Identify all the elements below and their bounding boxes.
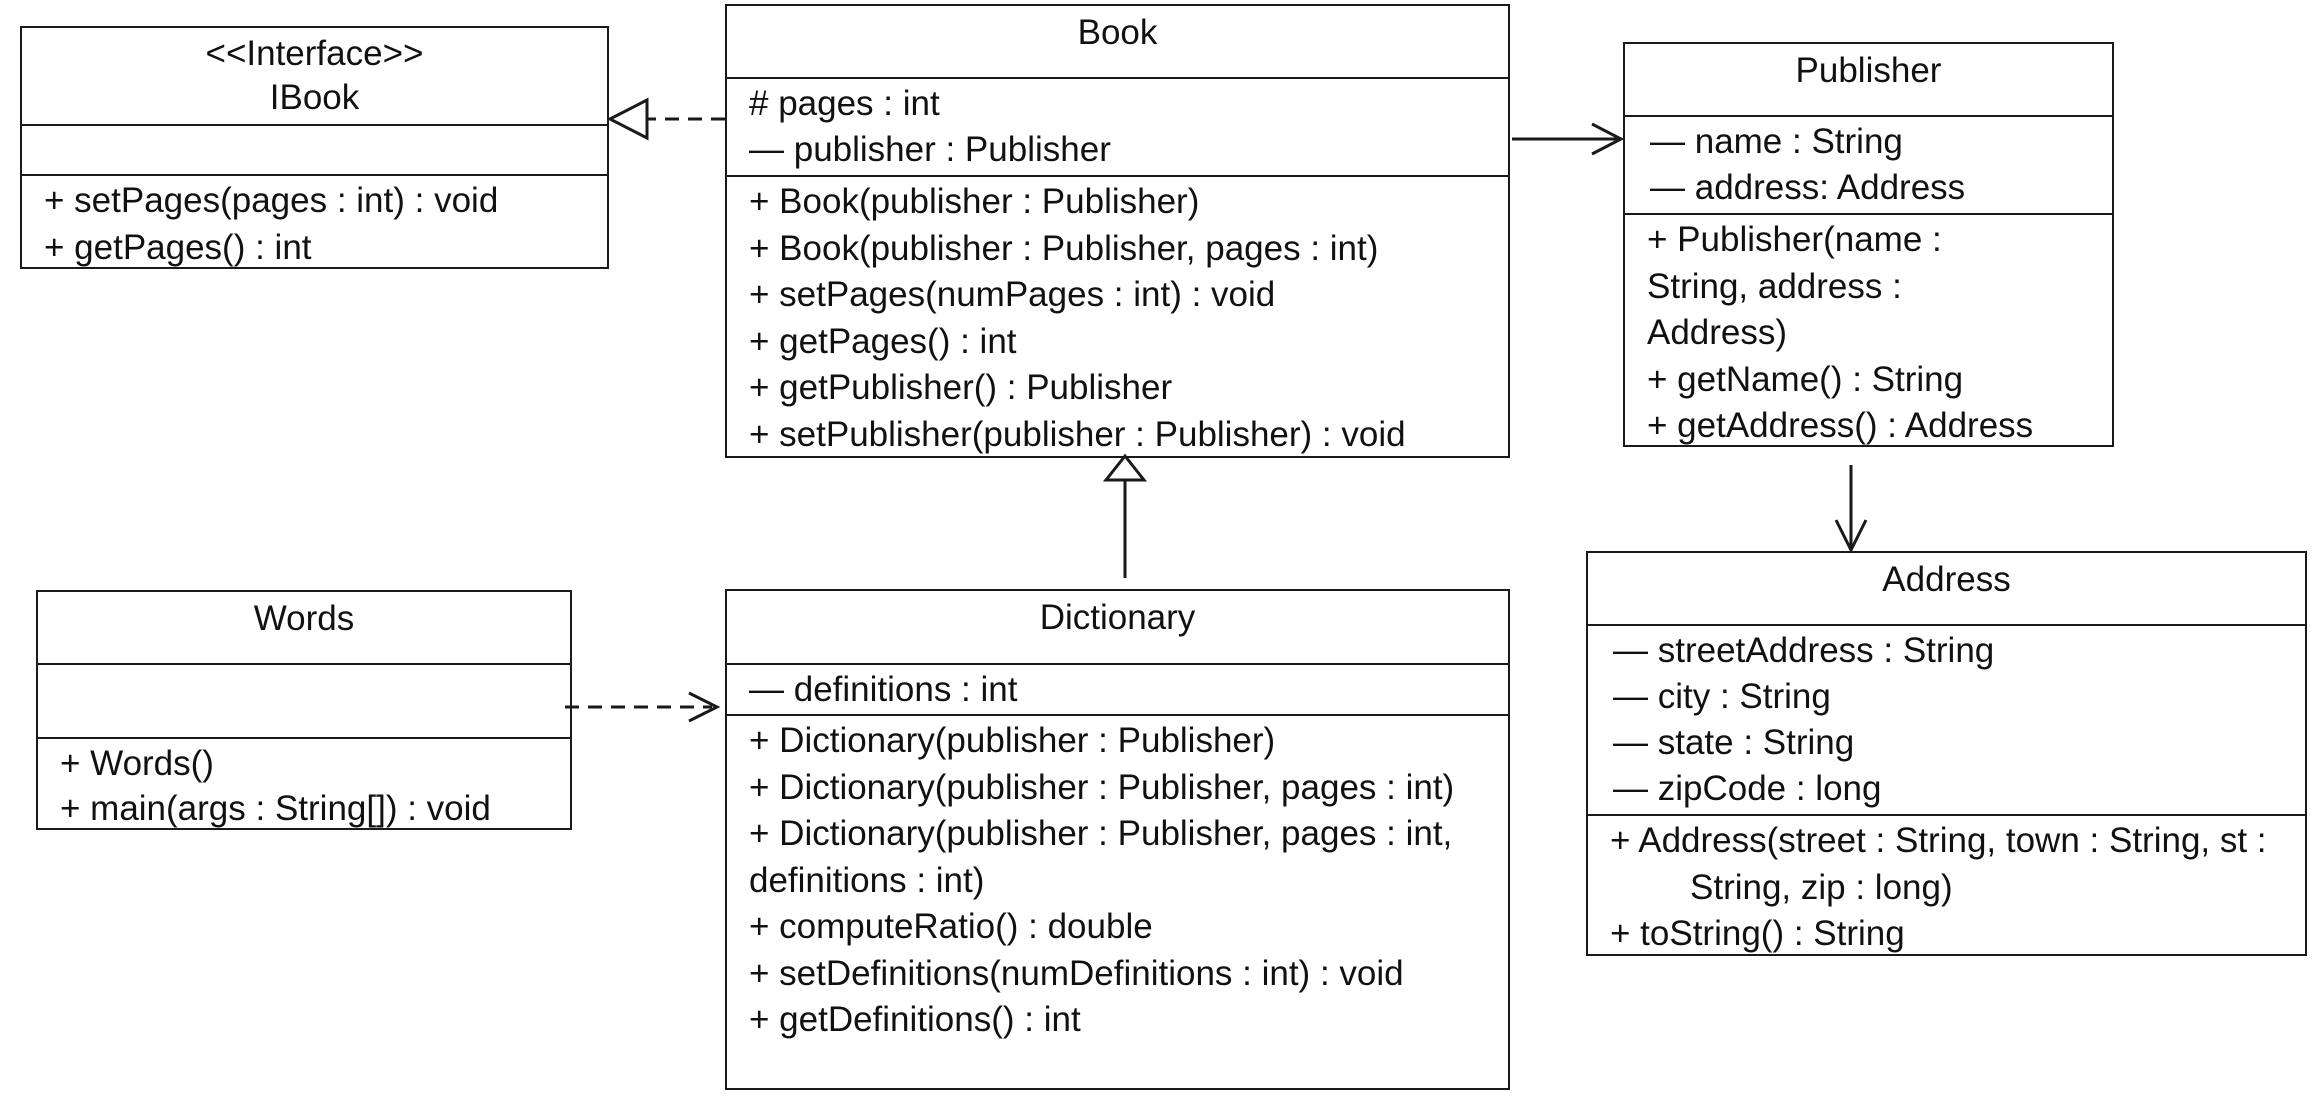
- class-ibook-name: IBook: [269, 78, 360, 117]
- class-dictionary-header: Dictionary: [727, 591, 1508, 665]
- attribute: — state : String: [1613, 723, 1855, 762]
- attribute: — city : String: [1613, 677, 1831, 716]
- operation: + setDefinitions(numDefinitions : int) :…: [749, 953, 1404, 993]
- class-ibook-stereotype: <<Interface>>: [205, 34, 424, 73]
- class-book-name: Book: [1077, 13, 1158, 52]
- operation: + Publisher(name : String, address : Add…: [1647, 220, 1942, 352]
- class-words-operations: + Words() + main(args : String[]) : void: [38, 739, 570, 833]
- class-publisher-name: Publisher: [1795, 51, 1942, 90]
- class-address-header: Address: [1588, 553, 2305, 626]
- operation: + getName() : String: [1647, 359, 1964, 399]
- class-dictionary-name: Dictionary: [1039, 598, 1196, 637]
- operation: + setPublisher(publisher : Publisher) : …: [749, 414, 1406, 454]
- class-book: Book # pages : int — publisher : Publish…: [725, 4, 1510, 458]
- class-dictionary-attributes: — definitions : int: [727, 665, 1508, 716]
- attribute: — publisher : Publisher: [749, 130, 1111, 169]
- realization-book-ibook: [606, 97, 725, 141]
- operation: + Book(publisher : Publisher): [749, 182, 1200, 221]
- attribute: — streetAddress : String: [1613, 631, 1995, 670]
- class-words-attributes: [38, 665, 570, 739]
- dependency-words-dictionary: [565, 691, 721, 723]
- operation: + Dictionary(publisher : Publisher, page…: [749, 767, 1455, 807]
- generalization-dictionary-book: [1102, 453, 1148, 578]
- class-dictionary: Dictionary — definitions : int + Diction…: [725, 589, 1510, 1090]
- attribute: — name : String: [1650, 122, 1903, 161]
- class-address-operations: + Address(street : String, town : String…: [1588, 816, 2305, 960]
- class-address-name: Address: [1882, 560, 2011, 599]
- class-publisher-header: Publisher: [1625, 44, 2112, 117]
- class-address: Address — streetAddress : String — city …: [1586, 551, 2307, 956]
- association-publisher-address: [1834, 465, 1868, 554]
- class-ibook: <<Interface>> IBook + setPages(pages : i…: [20, 26, 609, 269]
- attribute: — zipCode : long: [1613, 769, 1882, 808]
- class-book-operations: + Book(publisher : Publisher) + Book(pub…: [727, 177, 1508, 460]
- class-publisher-attributes: — name : String — address: Address: [1625, 117, 2112, 215]
- operation: + computeRatio() : double: [749, 907, 1153, 946]
- operation: + setPages(pages : int) : void: [44, 181, 499, 220]
- class-words-name: Words: [253, 599, 355, 638]
- association-book-publisher: [1512, 122, 1625, 156]
- operation: + getPages() : int: [44, 227, 312, 267]
- attribute: # pages : int: [749, 84, 940, 123]
- operation: + getAddress() : Address: [1647, 406, 2034, 445]
- class-ibook-operations: + setPages(pages : int) : void + getPage…: [22, 176, 607, 273]
- operation: + Dictionary(publisher : Publisher): [749, 721, 1276, 760]
- operation: + Words(): [60, 744, 214, 783]
- generalization-arrowhead: [1102, 453, 1148, 482]
- operation: + getPages() : int: [749, 321, 1017, 361]
- association-arrowhead: [1591, 122, 1625, 156]
- class-publisher-operations: + Publisher(name : String, address : Add…: [1625, 215, 2112, 452]
- operation: + Address(street : String, town : String…: [1610, 821, 2267, 907]
- class-dictionary-operations: + Dictionary(publisher : Publisher) + Di…: [727, 716, 1508, 1046]
- class-words: Words + Words() + main(args : String[]) …: [36, 590, 572, 830]
- association-arrowhead: [1834, 519, 1868, 554]
- class-words-header: Words: [38, 592, 570, 665]
- dependency-arrowhead: [688, 691, 721, 723]
- operation: + main(args : String[]) : void: [60, 789, 491, 828]
- operation: + Dictionary(publisher : Publisher, page…: [749, 814, 1453, 900]
- realization-arrowhead: [606, 97, 649, 141]
- class-address-attributes: — streetAddress : String — city : String…: [1588, 626, 2305, 816]
- class-book-header: Book: [727, 6, 1508, 79]
- class-ibook-attributes: [22, 126, 607, 176]
- operation: + getDefinitions() : int: [749, 1000, 1081, 1039]
- attribute: — definitions : int: [749, 670, 1018, 709]
- class-publisher: Publisher — name : String — address: Add…: [1623, 42, 2114, 447]
- operation: + Book(publisher : Publisher, pages : in…: [749, 228, 1379, 268]
- operation: + toString() : String: [1610, 914, 1905, 953]
- class-ibook-header: <<Interface>> IBook: [22, 28, 607, 126]
- attribute: — address: Address: [1650, 168, 1966, 207]
- class-book-attributes: # pages : int — publisher : Publisher: [727, 79, 1508, 177]
- operation: + setPages(numPages : int) : void: [749, 275, 1276, 314]
- operation: + getPublisher() : Publisher: [749, 368, 1173, 407]
